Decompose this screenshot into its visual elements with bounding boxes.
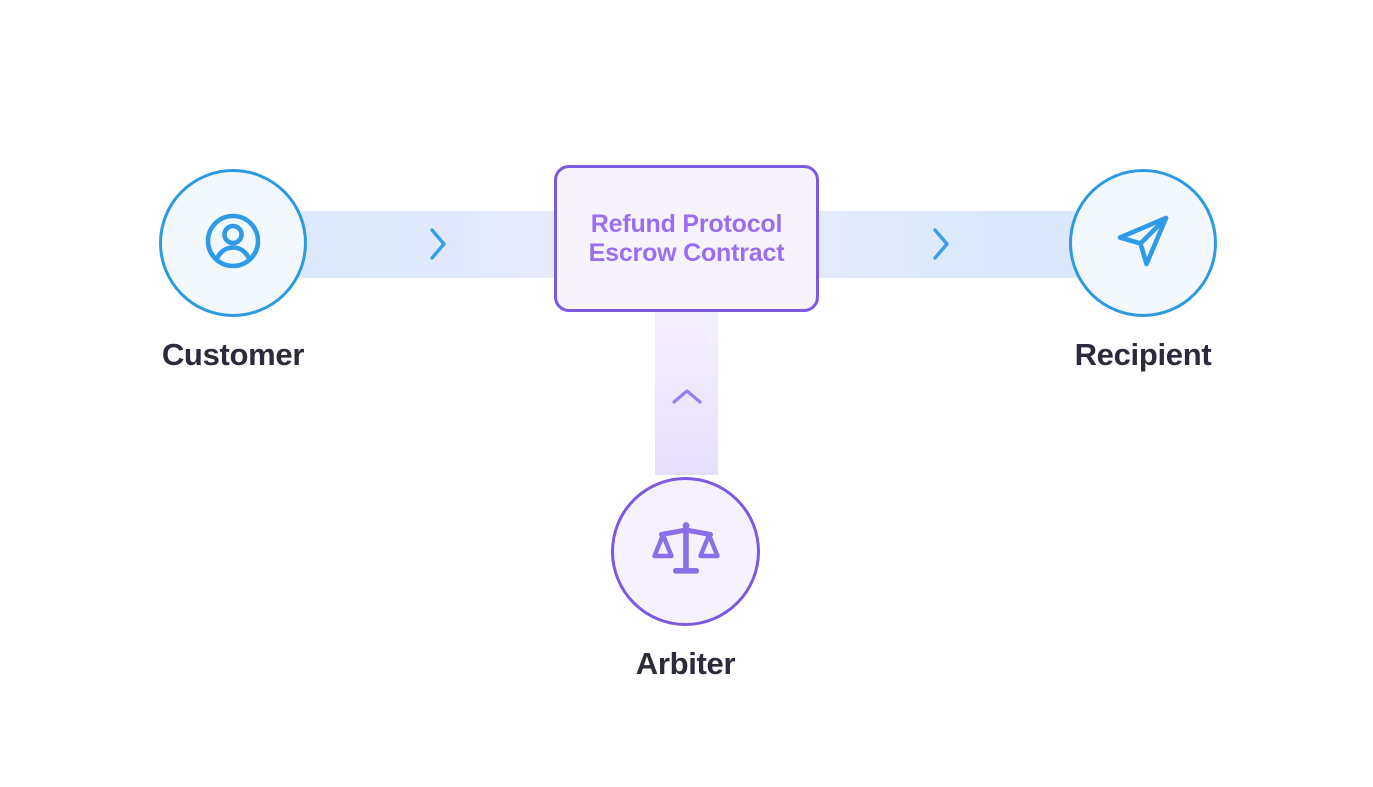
node-arbiter[interactable]: Arbiter	[611, 477, 760, 682]
chevron-right-icon-contract-to-recipient	[919, 222, 963, 266]
recipient-label: Recipient	[1074, 337, 1212, 372]
arbiter-circle	[611, 477, 760, 626]
node-customer[interactable]: Customer	[159, 169, 307, 373]
connector-band-arbiter-to-contract	[655, 300, 718, 475]
recipient-circle	[1069, 169, 1217, 317]
customer-label: Customer	[161, 337, 305, 372]
customer-circle	[159, 169, 307, 317]
contract-title-line-2: Escrow Contract	[588, 238, 785, 267]
arbiter-label: Arbiter	[635, 646, 736, 681]
chevron-right-icon-customer-to-contract	[416, 222, 460, 266]
node-recipient[interactable]: Recipient	[1069, 169, 1217, 373]
scales-balance-icon	[650, 513, 722, 590]
chevron-up-icon-arbiter-to-contract	[665, 375, 709, 419]
escrow-contract-box[interactable]: Refund Protocol Escrow Contract	[554, 165, 819, 312]
user-circle-icon	[200, 208, 266, 279]
paper-plane-send-icon	[1109, 207, 1177, 280]
contract-title-line-1: Refund Protocol	[590, 209, 783, 238]
